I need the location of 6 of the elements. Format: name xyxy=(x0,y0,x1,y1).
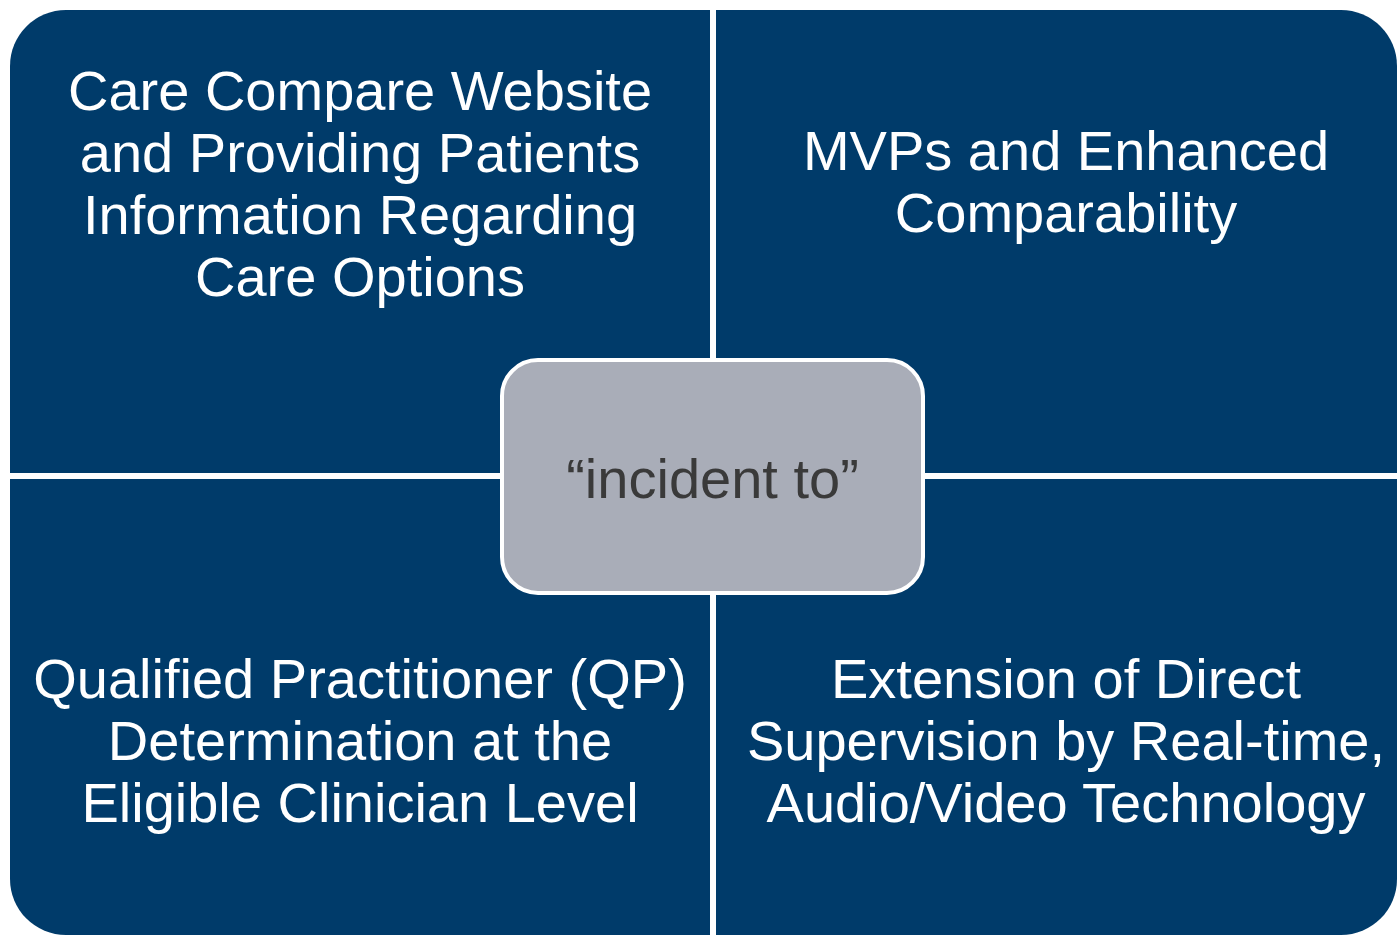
center-box xyxy=(500,358,925,595)
quadrant-text: Qualified Practitioner (QP) Determination at the Eligible Clinician Level xyxy=(32,648,688,834)
quadrant-text: Extension of Direct Supervision by Real-time, Audio/Video Technology xyxy=(745,648,1386,834)
quadrant-text: Care Compare Website and Providing Patients Information Regarding Care Options xyxy=(66,60,654,308)
quadrant-text: MVPs and Enhanced Comparability xyxy=(801,120,1331,244)
center-label: “incident to” xyxy=(565,448,860,510)
